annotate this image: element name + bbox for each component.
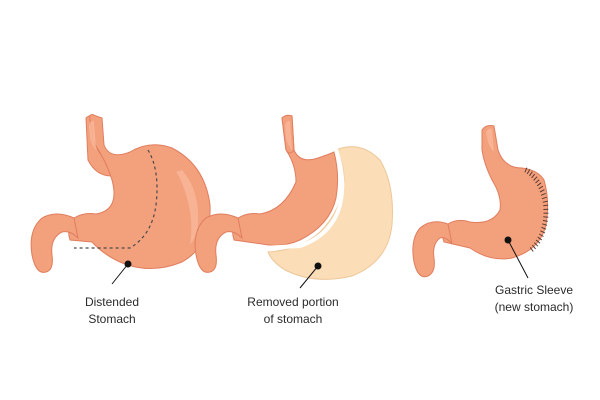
staple-mark	[542, 219, 548, 222]
label-line: Stomach	[88, 312, 136, 326]
highlight-3	[486, 128, 494, 152]
staple-mark	[533, 176, 538, 181]
staple-mark	[542, 223, 548, 226]
stomach-body-1	[68, 114, 211, 269]
staple-mark	[537, 236, 543, 241]
pointer-dot-3	[504, 236, 512, 244]
staple-mark	[529, 247, 534, 252]
cut-gap	[260, 148, 345, 250]
label-line: Removed portion	[247, 295, 339, 309]
pointer-dot-2	[314, 262, 322, 270]
sleeve-portion-2	[232, 114, 339, 246]
staple-mark	[536, 182, 542, 187]
staple-mark	[535, 179, 540, 184]
staple-mark	[524, 167, 528, 173]
staple-mark	[543, 204, 549, 207]
pointer-line-2	[299, 265, 319, 289]
staple-mark	[533, 242, 539, 247]
staple-mark	[539, 189, 545, 193]
staple-mark	[541, 226, 547, 230]
label-removed-portion: Removed portion of stomach	[228, 294, 358, 328]
pointer-line-1	[111, 263, 129, 285]
duodenum-2	[194, 213, 243, 273]
staple-mark	[540, 230, 546, 234]
highlight-1b	[89, 120, 96, 150]
label-line: Distended	[84, 295, 140, 309]
staple-mark	[532, 244, 536, 250]
label-distended-stomach: Distended Stomach	[62, 294, 162, 328]
duodenum-3	[412, 221, 453, 278]
pointer-dot-1	[124, 260, 132, 268]
staple-line	[524, 167, 549, 252]
pointer-line-3	[507, 239, 529, 279]
staple-mark	[540, 192, 546, 196]
sleeve-stomach	[442, 125, 549, 260]
label-line: Gastric Sleeve	[494, 283, 574, 297]
dashed-cut-line	[74, 149, 158, 249]
staple-mark	[529, 171, 533, 177]
staple-mark	[531, 173, 536, 179]
highlight-2	[285, 120, 292, 150]
highlight-1	[176, 170, 199, 244]
label-gastric-sleeve: Gastric Sleeve (new stomach)	[474, 282, 594, 316]
staple-mark	[543, 216, 549, 218]
staple-mark	[535, 239, 541, 244]
gastric-sleeve-panel	[412, 125, 549, 279]
staple-mark	[542, 200, 548, 203]
staple-mark	[538, 185, 544, 190]
staple-mark	[526, 169, 531, 175]
staple-mark	[538, 233, 544, 237]
label-line: (new stomach)	[494, 300, 574, 314]
distended-stomach-panel	[30, 114, 211, 285]
duodenum-1	[30, 213, 79, 273]
label-line: of stomach	[263, 312, 323, 326]
removed-portion-panel	[194, 114, 393, 289]
staple-mark	[541, 196, 547, 200]
